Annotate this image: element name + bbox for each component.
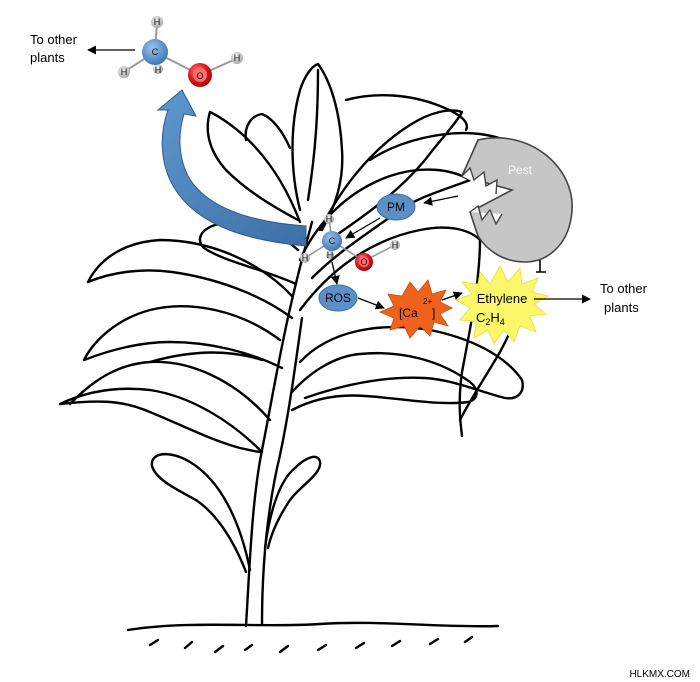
plant-drawing [58,62,538,654]
soil-marks [148,635,474,654]
hydrogen-label: H [326,214,333,224]
leaf-right-big [298,226,482,438]
carbon-atom [322,231,342,251]
to-other-plants-top-line1: To other [30,32,78,47]
leaf-top-right-2 [344,94,469,132]
hydrogen-label: H [154,17,161,27]
ros-label: ROS [325,291,351,305]
hydrogen-label: H [327,250,334,260]
curved-transport-arrow [156,89,307,247]
pest-teeth [461,166,503,226]
leaf-middle-left-2 [68,351,272,422]
formula-c: C [476,310,485,325]
watermark: HLKMX.COM [629,669,690,680]
hydrogen-atom [231,52,243,64]
methanol-molecule-leaf: H H H C O H [300,214,400,271]
arrow-methanol-to-ros [330,261,340,285]
leaf-upper-left [86,238,294,320]
to-other-plants-right-line1: To other [600,281,648,296]
calcium-burst [378,279,453,339]
arrow-ros-to-calcium [357,297,385,310]
pest: Pest [460,137,573,263]
methanol-molecule-top: H H H C O H [118,16,243,87]
carbon-atom [142,39,168,65]
carbon-label: C [329,236,336,246]
calcium-bracket: ] [432,306,435,320]
pm-label: PM [387,200,405,214]
main-stem-right [260,316,304,626]
hydrogen-atom [153,64,163,74]
hydrogen-atom [300,253,310,263]
hydrogen-atom [151,16,163,28]
ethylene-label: Ethylene [477,291,528,306]
hydrogen-label: H [121,67,128,77]
leaf-wide-left [82,305,284,370]
ground-line [126,621,500,632]
formula-h-sub: 4 [500,317,505,327]
to-other-plants-right-line2: plants [604,300,639,315]
hydrogen-atom [324,214,334,224]
hydrogen-label: H [155,65,162,75]
leaf-middle-right-2 [298,325,524,400]
hydrogen-atom [326,251,334,259]
ethylene-formula: C2H4 [476,310,505,327]
arrow-pest-to-pm [423,195,459,206]
formula-h: H [490,310,499,325]
calcium-charge: 2+ [423,297,432,306]
pm-node [376,193,416,221]
hydrogen-atom [390,240,400,250]
oxygen-label: O [360,257,367,267]
carbon-label: C [152,47,159,57]
formula-c-sub: 2 [485,317,490,327]
ethylene-burst [455,265,550,345]
main-stem [244,220,314,628]
leaf-top-left [206,110,302,224]
hydrogen-label: H [234,53,241,63]
hydrogen-atom [118,66,130,78]
leaf-top-center [291,62,344,232]
leaf-top-left-2 [244,112,292,150]
leaf-top-inner [306,68,320,202]
damage-mark [536,260,546,273]
leaf-lower-left [150,453,252,574]
leaf-lower-right [263,455,322,550]
leaf-middle-left [58,387,264,454]
hydrogen-label: H [392,240,399,250]
oxygen-label: O [196,71,203,81]
hydrogen-label: H [302,253,309,263]
arrow-pm-to-methanol [345,217,381,239]
pest-label: Pest [508,163,533,177]
leaf-top-right [318,109,464,238]
to-other-plants-top-line2: plants [30,50,65,65]
calcium-label: [Ca [399,306,418,320]
arrow-calcium-to-ethylene [441,291,463,301]
ros-node [318,284,358,312]
